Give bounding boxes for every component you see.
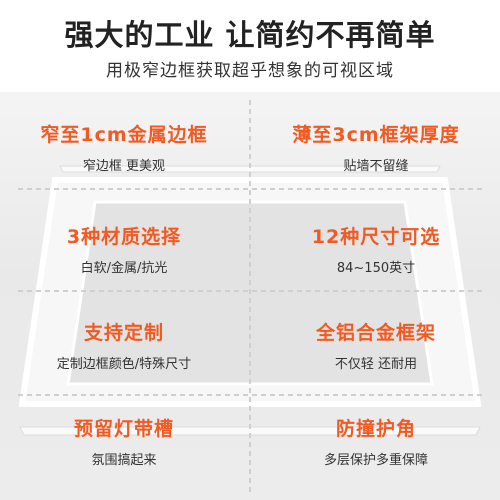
feature-desc: 氛围搞起来 xyxy=(91,453,157,468)
divider-vertical xyxy=(249,100,251,492)
feature-thickness: 薄至3cm框架厚度 贴墙不留缝 xyxy=(252,120,500,174)
page-subtitle: 用极窄边框获取超乎想象的可视区域 xyxy=(106,61,394,81)
feature-materials: 3种材质选择 白软/金属/抗光 xyxy=(0,222,248,276)
feature-desc: 白软/金属/抗光 xyxy=(80,261,168,276)
feature-name: 12种尺寸可选 xyxy=(311,226,441,248)
feature-desc: 84~150英寸 xyxy=(336,261,416,276)
feature-metal-border: 窄至1cm金属边框 窄边框 更美观 xyxy=(0,120,248,174)
page-title: 强大的工业 让简约不再简单 xyxy=(64,18,436,52)
feature-corner-guard: 防撞护角 多层保护多重保障 xyxy=(252,414,500,468)
feature-light-strip: 预留灯带槽 氛围搞起来 xyxy=(0,414,248,468)
feature-name: 3种材质选择 xyxy=(66,226,182,248)
feature-desc: 贴墙不留缝 xyxy=(343,159,409,174)
divider-row-1 xyxy=(18,188,482,190)
header: 强大的工业 让简约不再简单 用极窄边框获取超乎想象的可视区域 xyxy=(0,0,500,92)
feature-name: 支持定制 xyxy=(83,322,164,344)
feature-desc: 多层保护多重保障 xyxy=(323,453,428,468)
feature-name: 防撞护角 xyxy=(335,418,416,440)
feature-aluminum: 全铝合金框架 不仅轻 还耐用 xyxy=(252,318,500,372)
divider-row-3 xyxy=(18,394,482,396)
feature-custom: 支持定制 定制边框颜色/特殊尺寸 xyxy=(0,318,248,372)
divider-row-2 xyxy=(18,290,482,292)
feature-name: 预留灯带槽 xyxy=(73,418,174,440)
feature-desc: 不仅轻 还耐用 xyxy=(334,357,418,372)
feature-sizes: 12种尺寸可选 84~150英寸 xyxy=(252,222,500,276)
feature-name: 窄至1cm金属边框 xyxy=(40,124,208,146)
feature-name: 全铝合金框架 xyxy=(315,322,436,344)
feature-desc: 窄边框 更美观 xyxy=(82,159,166,174)
feature-desc: 定制边框颜色/特殊尺寸 xyxy=(56,357,192,372)
feature-name: 薄至3cm框架厚度 xyxy=(292,124,460,146)
product-showcase: 窄至1cm金属边框 窄边框 更美观 薄至3cm框架厚度 贴墙不留缝 3种材质选择… xyxy=(0,92,500,500)
